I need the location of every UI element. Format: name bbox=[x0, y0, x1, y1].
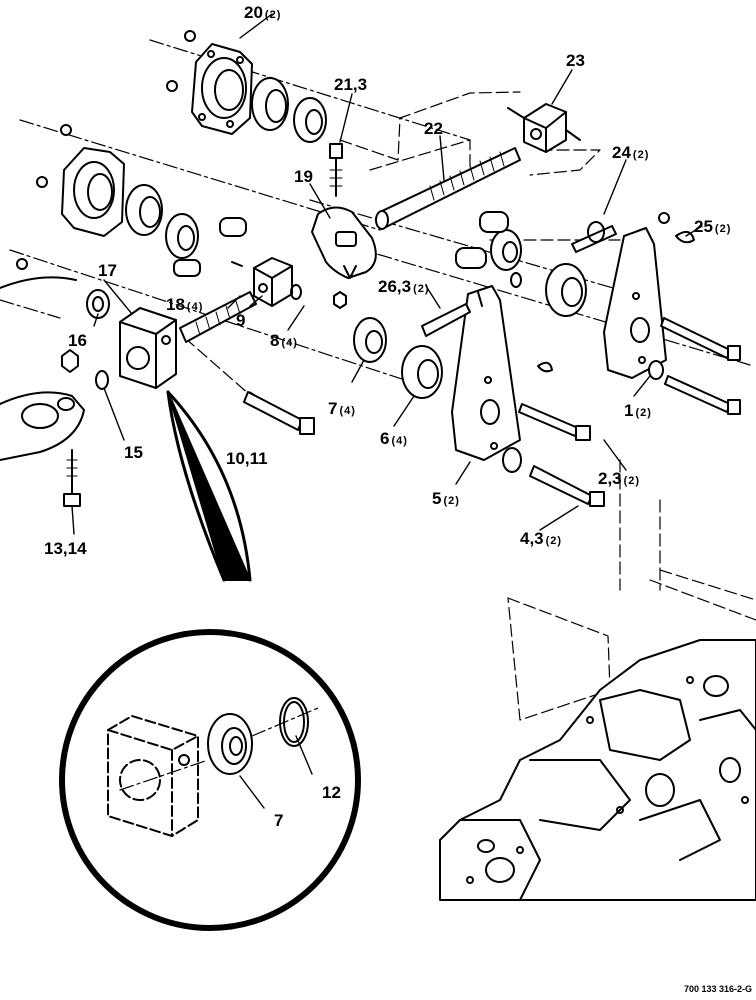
part-9-block bbox=[253, 257, 302, 307]
detail-bearing bbox=[207, 713, 253, 775]
part-20-bearings bbox=[251, 77, 327, 143]
part-20-flange-housing bbox=[191, 43, 253, 135]
callout-6: 6(4) bbox=[380, 429, 408, 448]
part-13-bolt bbox=[63, 449, 81, 507]
callout-16: 16 bbox=[68, 331, 87, 350]
callout-5: 5(2) bbox=[432, 489, 460, 508]
part-23-swivel-block bbox=[507, 103, 581, 153]
part-2-bolt bbox=[518, 403, 591, 441]
callout-26-3: 26,3(2) bbox=[378, 277, 430, 296]
callout-7-detail: 7 bbox=[274, 811, 284, 830]
phantom-lines bbox=[184, 91, 661, 591]
callout-25: 25(2) bbox=[694, 217, 732, 236]
callout-22: 22 bbox=[424, 119, 443, 138]
callout-9: 9 bbox=[236, 311, 246, 330]
callout-10-11: 10,11 bbox=[226, 449, 268, 468]
pin-part bbox=[537, 361, 553, 373]
part-26-bolt bbox=[421, 303, 471, 337]
callout-18: 18(4) bbox=[166, 295, 204, 314]
part-16-bushing bbox=[86, 289, 110, 319]
part-18-shaft bbox=[173, 259, 257, 343]
detail-block bbox=[107, 715, 199, 837]
callout-4-3: 4,3(2) bbox=[520, 529, 563, 548]
callout-2-3: 2,3(2) bbox=[598, 469, 641, 488]
part-10-bolt bbox=[243, 391, 315, 435]
yoke-joint bbox=[0, 276, 85, 461]
callout-12: 12 bbox=[322, 783, 341, 802]
part-19-plate bbox=[311, 206, 377, 309]
callout-7: 7(4) bbox=[328, 399, 356, 418]
part-7-bearing bbox=[353, 317, 387, 363]
callout-20: 20(2) bbox=[244, 3, 282, 22]
pump-assembly bbox=[439, 569, 756, 901]
part-5-arm bbox=[451, 285, 521, 461]
callout-13-14: 13,14 bbox=[44, 539, 87, 558]
part-21-bolt bbox=[329, 143, 343, 197]
part-15-ring bbox=[95, 370, 109, 390]
callout-8: 8(4) bbox=[270, 331, 298, 350]
part-17-bearing-block bbox=[119, 307, 177, 389]
callout-19: 19 bbox=[294, 167, 313, 186]
callout-24: 24(2) bbox=[612, 143, 650, 162]
callout-15: 15 bbox=[124, 443, 143, 462]
right-bearings bbox=[455, 211, 587, 473]
callout-1: 1(2) bbox=[624, 401, 652, 420]
leader-lines bbox=[71, 13, 703, 809]
part-22-threaded-rod bbox=[375, 147, 521, 230]
part-1-arm bbox=[571, 212, 741, 415]
lower-flange-housing bbox=[61, 147, 247, 259]
nuts-upper-left bbox=[16, 30, 196, 270]
detail-view bbox=[59, 390, 361, 931]
part-4-bolt bbox=[529, 465, 605, 507]
callout-17: 17 bbox=[98, 261, 117, 280]
part-6-bearing bbox=[401, 345, 443, 399]
callout-23: 23 bbox=[566, 51, 585, 70]
callout-21-3: 21,3 bbox=[334, 75, 368, 94]
figure-id: 700 133 316-2-G bbox=[683, 984, 752, 994]
